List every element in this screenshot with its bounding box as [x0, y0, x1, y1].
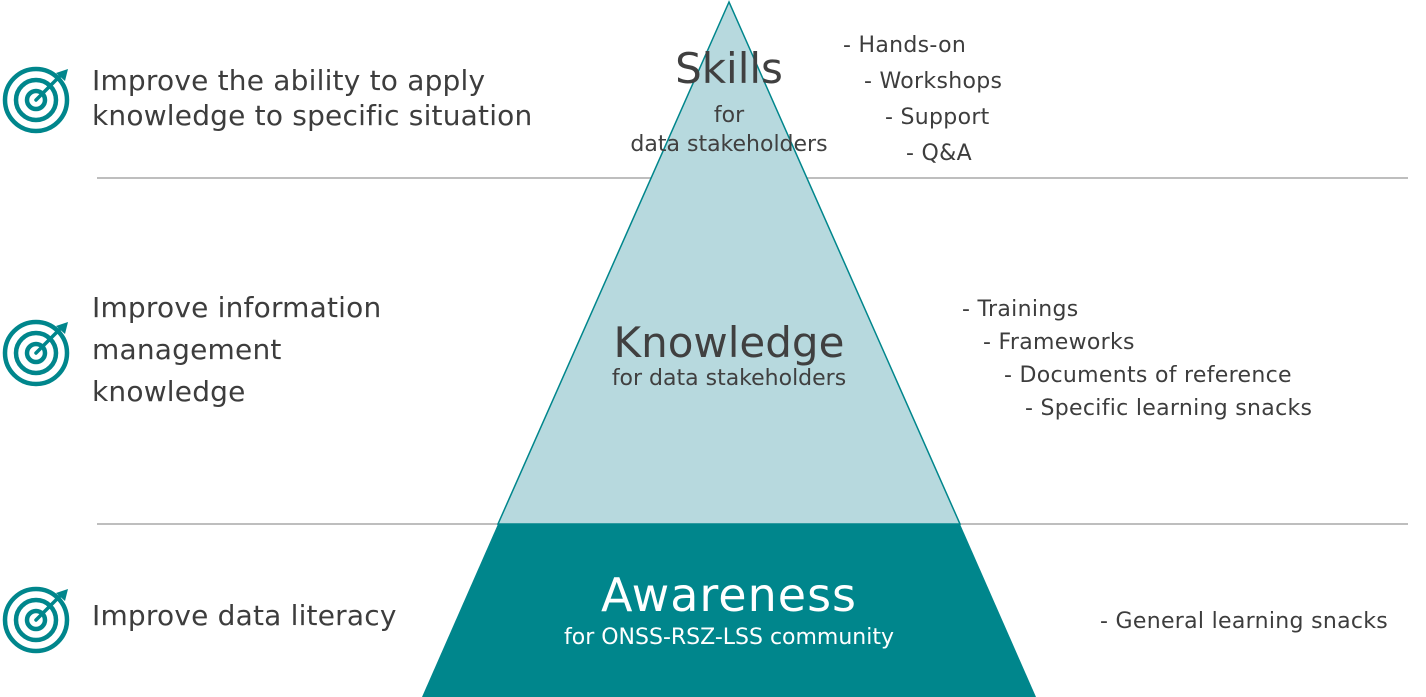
knowledge-item: - Trainings	[962, 297, 1079, 322]
skills-subtitle-line-2: data stakeholders	[630, 132, 828, 157]
awareness-goal: Improve data literacy	[92, 599, 397, 632]
skills-item: - Support	[885, 105, 990, 130]
skills-item: - Workshops	[864, 69, 1003, 94]
knowledge-goal-line-3: knowledge	[92, 375, 246, 408]
skills-goal-line-2: knowledge to specific situation	[92, 99, 533, 132]
knowledge-item: - Specific learning snacks	[1025, 396, 1313, 421]
knowledge-goal-line-1: Improve information	[92, 291, 382, 324]
knowledge-item: - Frameworks	[983, 330, 1135, 355]
knowledge-item: - Documents of reference	[1004, 363, 1292, 388]
skills-item: - Hands-on	[843, 33, 967, 58]
awareness-title: Awareness	[600, 568, 858, 622]
awareness-subtitle: for ONSS-RSZ-LSS community	[564, 625, 894, 650]
skills-goal-line-1: Improve the ability to apply	[92, 64, 486, 97]
target-icon	[2, 319, 70, 387]
knowledge-subtitle: for data stakeholders	[611, 366, 847, 391]
skills-title: Skills	[675, 44, 783, 93]
awareness-item: - General learning snacks	[1100, 609, 1389, 634]
knowledge-title: Knowledge	[613, 318, 845, 367]
pyramid-awareness-section	[422, 524, 1036, 697]
skills-item: - Q&A	[906, 141, 972, 166]
target-icon	[2, 586, 70, 654]
skills-subtitle-line-1: for	[713, 103, 745, 128]
knowledge-goal-line-2: management	[92, 333, 282, 366]
target-icon	[2, 66, 70, 134]
